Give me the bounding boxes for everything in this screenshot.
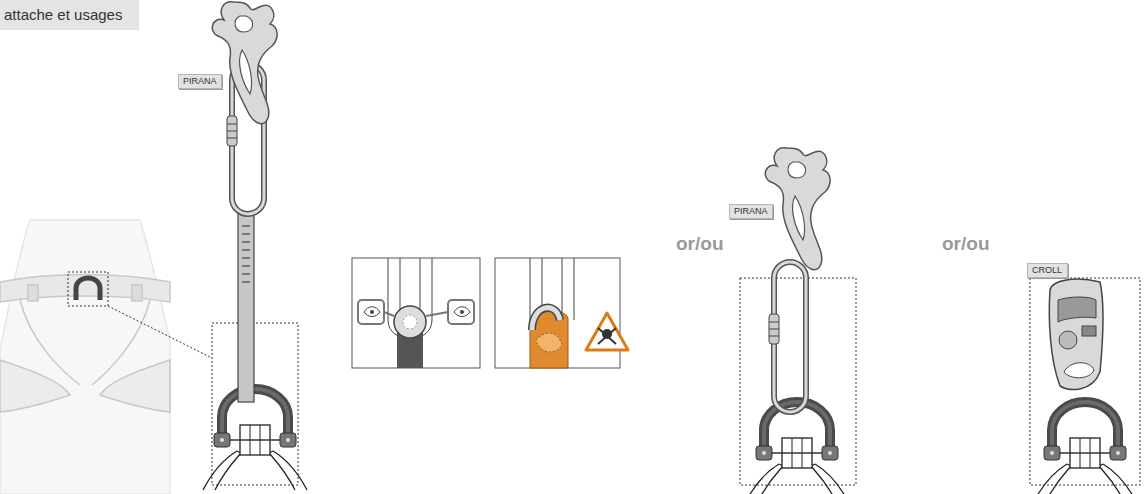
part-name: CROLL xyxy=(1028,264,1067,277)
title: attache et usages xyxy=(0,0,136,23)
croll-ascender xyxy=(1049,279,1103,389)
or-label: or/ou xyxy=(676,233,724,255)
part-name: PIRANA xyxy=(179,75,221,88)
sling xyxy=(238,212,254,402)
part-label: PIRANA xyxy=(178,74,222,89)
part-name: PIRANA xyxy=(730,205,772,218)
harness-silhouette xyxy=(0,220,170,494)
part-label: CROLL xyxy=(1027,263,1068,278)
title-band: attache et usages xyxy=(0,0,139,30)
detail-danger xyxy=(495,258,628,368)
or-label: or/ou xyxy=(942,233,990,255)
detail-correct xyxy=(352,258,480,368)
part-label: PIRANA xyxy=(729,204,773,219)
